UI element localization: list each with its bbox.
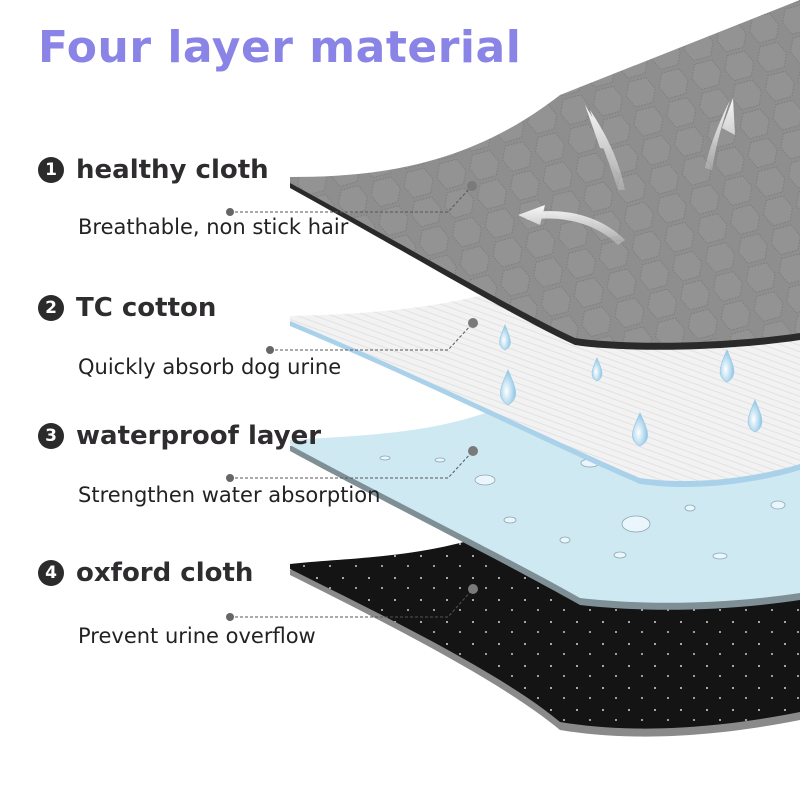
number-badge-1: 1 <box>38 157 64 183</box>
layer-2-description: Quickly absorb dog urine <box>78 355 342 379</box>
number-badge-3: 3 <box>38 423 64 449</box>
layer-1-heading: 1 healthy cloth <box>38 155 269 185</box>
breathable-arrows-icon <box>518 98 735 245</box>
number-badge-4: 4 <box>38 560 64 586</box>
page-title: Four layer material <box>38 22 522 73</box>
layer-3-description: Strengthen water absorption <box>78 483 381 507</box>
leader-lines <box>230 187 473 618</box>
number-badge-2: 2 <box>38 295 64 321</box>
layer-3-heading: 3 waterproof layer <box>38 421 321 451</box>
layer-4-name: oxford cloth <box>76 558 254 588</box>
layer-2-heading: 2 TC cotton <box>38 293 216 323</box>
layer-3-name: waterproof layer <box>76 421 322 451</box>
layer-4-description: Prevent urine overflow <box>78 624 316 648</box>
pin-dots <box>226 181 478 621</box>
layer-1-name: healthy cloth <box>76 155 269 185</box>
layer-1-description: Breathable, non stick hair <box>78 215 349 239</box>
layer-4-heading: 4 oxford cloth <box>38 558 253 588</box>
layer-2-name: TC cotton <box>76 293 217 323</box>
healthy-cloth-layer <box>290 0 800 350</box>
